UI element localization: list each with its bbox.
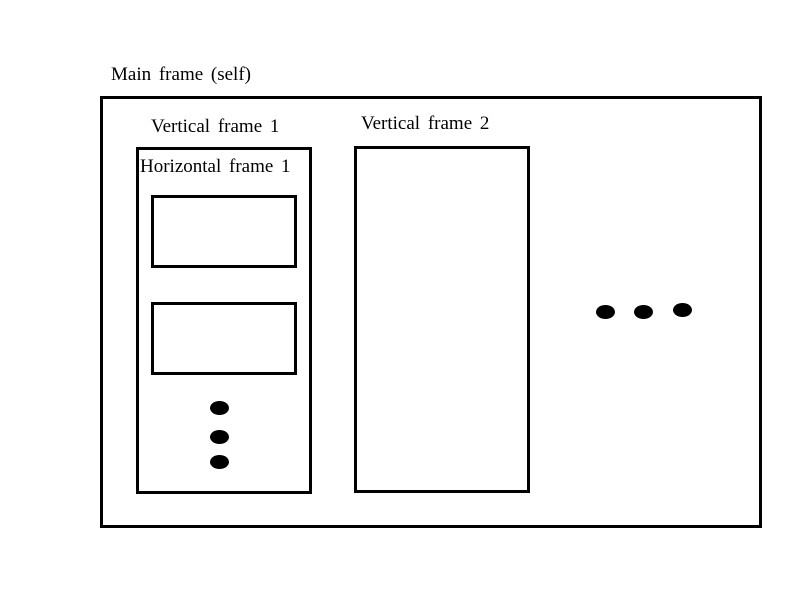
vertical-frame-1-label: Vertical frame 1 [151, 116, 280, 137]
ellipsis-dot [634, 305, 653, 319]
ellipsis-dot [210, 455, 229, 469]
ellipsis-dot [210, 430, 229, 444]
horizontal-frame-1-label: Horizontal frame 1 [140, 156, 291, 177]
ellipsis-dot [210, 401, 229, 415]
ellipsis-dot [673, 303, 692, 317]
child-widget-1 [151, 195, 297, 268]
ellipsis-dot [596, 305, 615, 319]
child-widget-2 [151, 302, 297, 375]
main-frame-label: Main frame (self) [111, 64, 251, 85]
vertical-frame-2 [354, 146, 530, 493]
vertical-frame-2-label: Vertical frame 2 [361, 113, 490, 134]
